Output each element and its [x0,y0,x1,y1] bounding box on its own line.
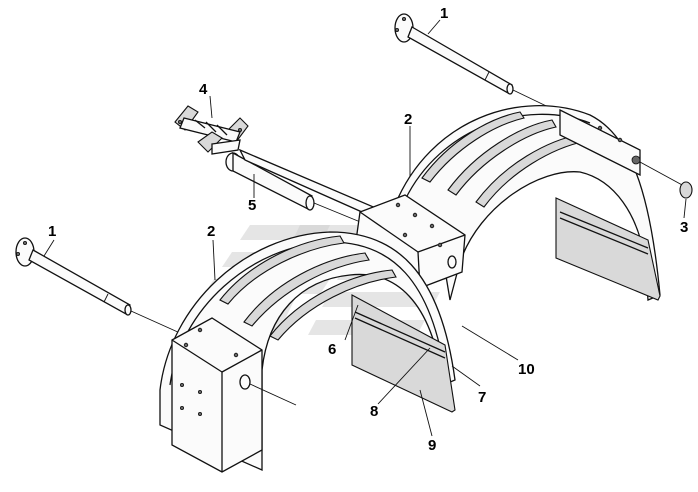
callout-7: 7 [478,389,486,406]
callout-10: 10 [518,361,535,378]
end-cap [639,161,693,199]
axle-rod-left [15,237,181,334]
callout-4: 4 [199,81,208,98]
leader-lines [43,19,687,437]
axle-rod-upper [394,13,591,128]
callout-1-left: 1 [48,223,56,240]
fender-left [159,231,456,473]
callout-5: 5 [248,197,256,214]
callout-2-left: 2 [207,223,215,240]
callout-3: 3 [680,219,688,236]
callout-8: 8 [370,403,378,420]
callout-2-right: 2 [404,111,412,128]
callout-6: 6 [328,341,336,358]
callout-9: 9 [428,437,436,454]
double-bracket [174,105,249,155]
callout-labels: 1 1 2 2 3 4 5 6 7 8 9 10 [48,5,688,454]
tube [225,148,386,229]
callout-1-upper: 1 [440,5,448,22]
